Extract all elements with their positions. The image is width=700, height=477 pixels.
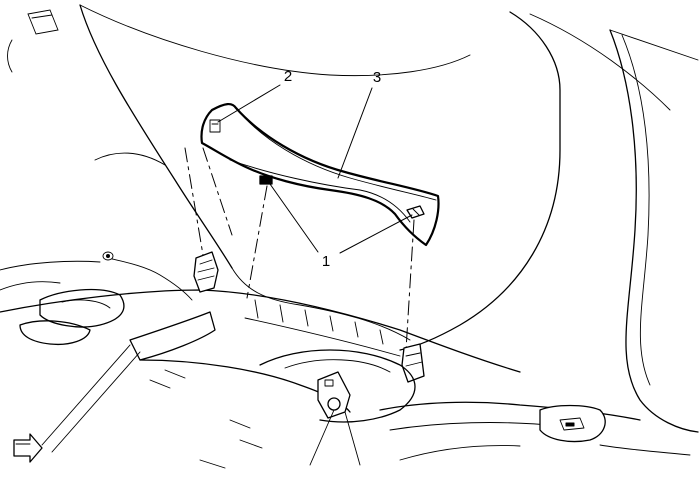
seat-left-outline	[39, 288, 125, 328]
forward-arrow-icon	[13, 433, 43, 463]
b-pillar-bracket	[193, 251, 219, 293]
seat-latch-striker	[317, 371, 351, 419]
leader-1-b	[339, 214, 413, 254]
guide-line-left-2	[202, 147, 233, 236]
window-frame-inner	[621, 34, 651, 386]
c-pillar-bracket	[401, 343, 425, 383]
retainer-clip-middle-icon	[259, 175, 273, 185]
headliner-contour-2	[7, 39, 13, 73]
leader-1-a	[269, 183, 319, 253]
cargo-right-contour	[599, 444, 691, 456]
corner-clip-icon	[27, 9, 59, 35]
sill-plate-top	[0, 289, 521, 373]
tunnel-left	[129, 311, 216, 361]
floor-hatch-lines	[149, 369, 263, 469]
headliner-edge-left	[79, 4, 233, 269]
striker-bolt-line	[309, 409, 335, 466]
tunnel-strap-2	[51, 351, 141, 453]
window-frame-right	[609, 29, 699, 433]
retainer-clip-upper-icon	[209, 119, 221, 133]
wire-harness	[107, 257, 193, 301]
callout-3: 3	[373, 69, 381, 86]
guide-line-left	[184, 147, 204, 256]
striker-leg	[344, 411, 361, 466]
rear-floor-outline	[259, 349, 416, 423]
floor-left-contour-2	[0, 281, 61, 291]
headliner-contour	[94, 152, 166, 166]
cargo-floor-inner	[399, 445, 521, 461]
seat-left-cushion	[19, 320, 91, 346]
trim-panel	[200, 103, 440, 247]
seat-left-inner	[61, 299, 111, 309]
callout-1: 1	[322, 253, 330, 270]
sill-lower-edge	[244, 317, 401, 357]
quarter-panel-upper	[529, 13, 671, 111]
tunnel-strap	[41, 344, 131, 446]
leader-3	[337, 87, 373, 179]
headliner-dome-outline	[79, 4, 471, 77]
quarter-panel-outer	[399, 11, 561, 351]
sill-ribs	[254, 299, 384, 345]
rear-floor-inner	[284, 359, 391, 373]
roof-right-line	[609, 29, 699, 61]
leader-2	[217, 84, 281, 123]
cargo-tie-down	[539, 404, 606, 443]
floor-left-contour	[0, 260, 101, 271]
callout-2: 2	[284, 68, 292, 85]
guide-line-middle	[246, 185, 268, 299]
wire-connector-icon	[102, 251, 114, 261]
sill-plate-upper-edge	[231, 267, 411, 341]
cargo-floor-edge-2	[389, 422, 561, 431]
guide-line-right	[405, 219, 415, 351]
